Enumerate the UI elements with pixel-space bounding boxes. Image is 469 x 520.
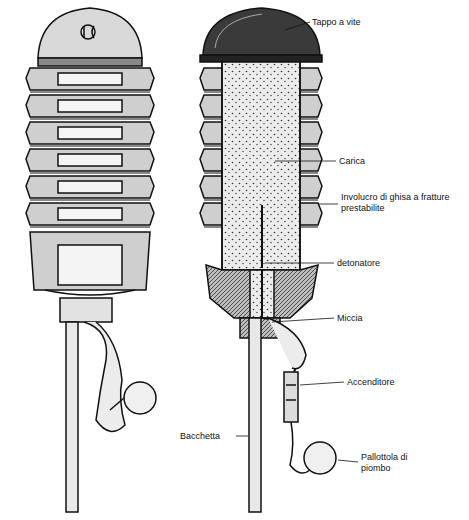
part-label: Tappo a vite xyxy=(312,17,392,28)
part-label: Carica xyxy=(339,156,399,167)
part-label: detonatore xyxy=(337,258,407,269)
section-view xyxy=(200,8,336,512)
part-label: Miccia xyxy=(337,313,397,324)
exterior-view xyxy=(26,8,156,512)
leader-lines xyxy=(236,22,358,462)
part-label: Pallottola di piombo xyxy=(361,452,431,474)
part-label: Bacchetta xyxy=(180,431,234,442)
part-label: Accenditore xyxy=(347,377,427,388)
part-label: Involucro di ghisa a fratture prestabili… xyxy=(341,192,459,214)
